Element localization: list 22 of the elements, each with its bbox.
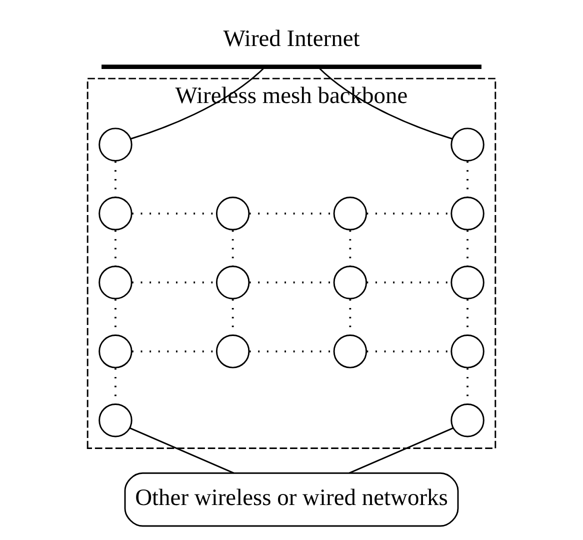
node-box: Other wireless or wired networks bbox=[124, 472, 459, 527]
node-circle bbox=[216, 196, 250, 230]
node-circle bbox=[333, 334, 368, 368]
node-circle bbox=[450, 196, 484, 230]
node-circle bbox=[450, 334, 484, 368]
node-circle bbox=[98, 403, 132, 438]
node-circle bbox=[450, 266, 484, 300]
connector bbox=[130, 427, 234, 474]
node-circle bbox=[333, 196, 368, 230]
node-circle bbox=[98, 196, 132, 230]
node-circle bbox=[216, 334, 250, 368]
connector bbox=[130, 66, 266, 140]
node-circle bbox=[98, 128, 132, 162]
node-text: Wired Internet bbox=[223, 26, 360, 52]
node-circle bbox=[450, 403, 484, 438]
node-circle bbox=[216, 266, 250, 300]
node-circle bbox=[450, 128, 484, 162]
connector bbox=[317, 66, 452, 140]
node-circle bbox=[98, 266, 132, 300]
node-circle bbox=[98, 334, 132, 368]
connector bbox=[348, 427, 454, 474]
node-circle bbox=[333, 266, 368, 300]
